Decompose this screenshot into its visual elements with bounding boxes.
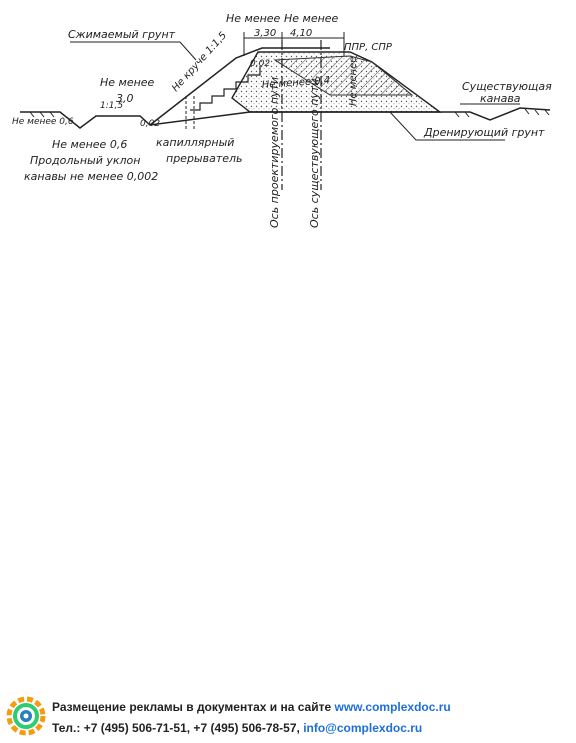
complexdoc-logo-icon	[6, 696, 46, 736]
label-not-less-30a: Не менее	[100, 76, 155, 89]
label-compacted-soil: Сжимаемый грунт	[68, 28, 176, 41]
label-dim-330: 3,30	[254, 28, 276, 39]
label-not-less-tr: Не менее	[284, 12, 339, 25]
capillary-breaker	[185, 96, 195, 130]
label-slope-15: Не круче 1:1,5	[170, 30, 229, 94]
label-val-002-left: 0,02	[140, 119, 160, 129]
label-not-less-vert: Не менее	[348, 57, 359, 106]
advertisement-footer: Размещение рекламы в документах и на сай…	[0, 692, 576, 743]
ad-line-1: Размещение рекламы в документах и на сай…	[52, 700, 451, 714]
ground-hatching	[29, 108, 550, 118]
email-link[interactable]: info@complexdoc.ru	[303, 721, 423, 735]
phones-text: Тел.: +7 (495) 506-71-51, +7 (495) 506-7…	[52, 721, 304, 735]
label-val-002: 0,02	[250, 59, 270, 69]
label-not-less-06: Не менее 0,6	[52, 138, 127, 151]
site-link[interactable]: www.complexdoc.ru	[334, 700, 451, 714]
new-embankment-slope	[149, 47, 330, 126]
leader-compacted	[70, 41, 197, 61]
benching-steps	[190, 66, 261, 111]
embankment-cross-section-drawing: Сжимаемый грунт Не менее Не менее 3,30 4…	[0, 0, 576, 260]
label-not-less-04: Не менее 0,4	[261, 75, 330, 91]
label-existing-ditch-2: канава	[480, 92, 521, 105]
label-long-slope-1: Продольный уклон	[30, 154, 140, 167]
ad-text: Размещение рекламы в документах и на сай…	[52, 700, 335, 714]
label-capillary-2: прерыватель	[166, 152, 243, 165]
label-drainage-soil: Дренирующий грунт	[423, 126, 545, 139]
label-axis-existing: Ось существующего пути	[308, 79, 321, 228]
label-long-slope-2: канавы не менее 0,002	[24, 170, 158, 183]
label-not-less-06-left: Не менее 0,6	[12, 117, 74, 127]
ground-line	[20, 107, 551, 129]
leader-drainage	[389, 111, 505, 141]
label-axis-designed: Ось проектируемого пути	[268, 77, 281, 228]
label-dim-410: 4,10	[290, 28, 312, 39]
dimension-lines	[243, 32, 345, 56]
label-slope-left: 1:1,5	[100, 101, 123, 111]
cross-section-svg: Сжимаемый грунт Не менее Не менее 3,30 4…	[12, 12, 552, 228]
ad-line-2: Тел.: +7 (495) 506-71-51, +7 (495) 506-7…	[52, 721, 422, 735]
label-existing-ditch-1: Существующая	[462, 80, 552, 93]
label-capillary-1: капиллярный	[156, 136, 234, 149]
label-ppr-spr: ППР, СПР	[344, 42, 393, 53]
label-not-less-30b: 3,0	[116, 92, 134, 105]
label-not-less-tl: Не менее	[226, 12, 281, 25]
